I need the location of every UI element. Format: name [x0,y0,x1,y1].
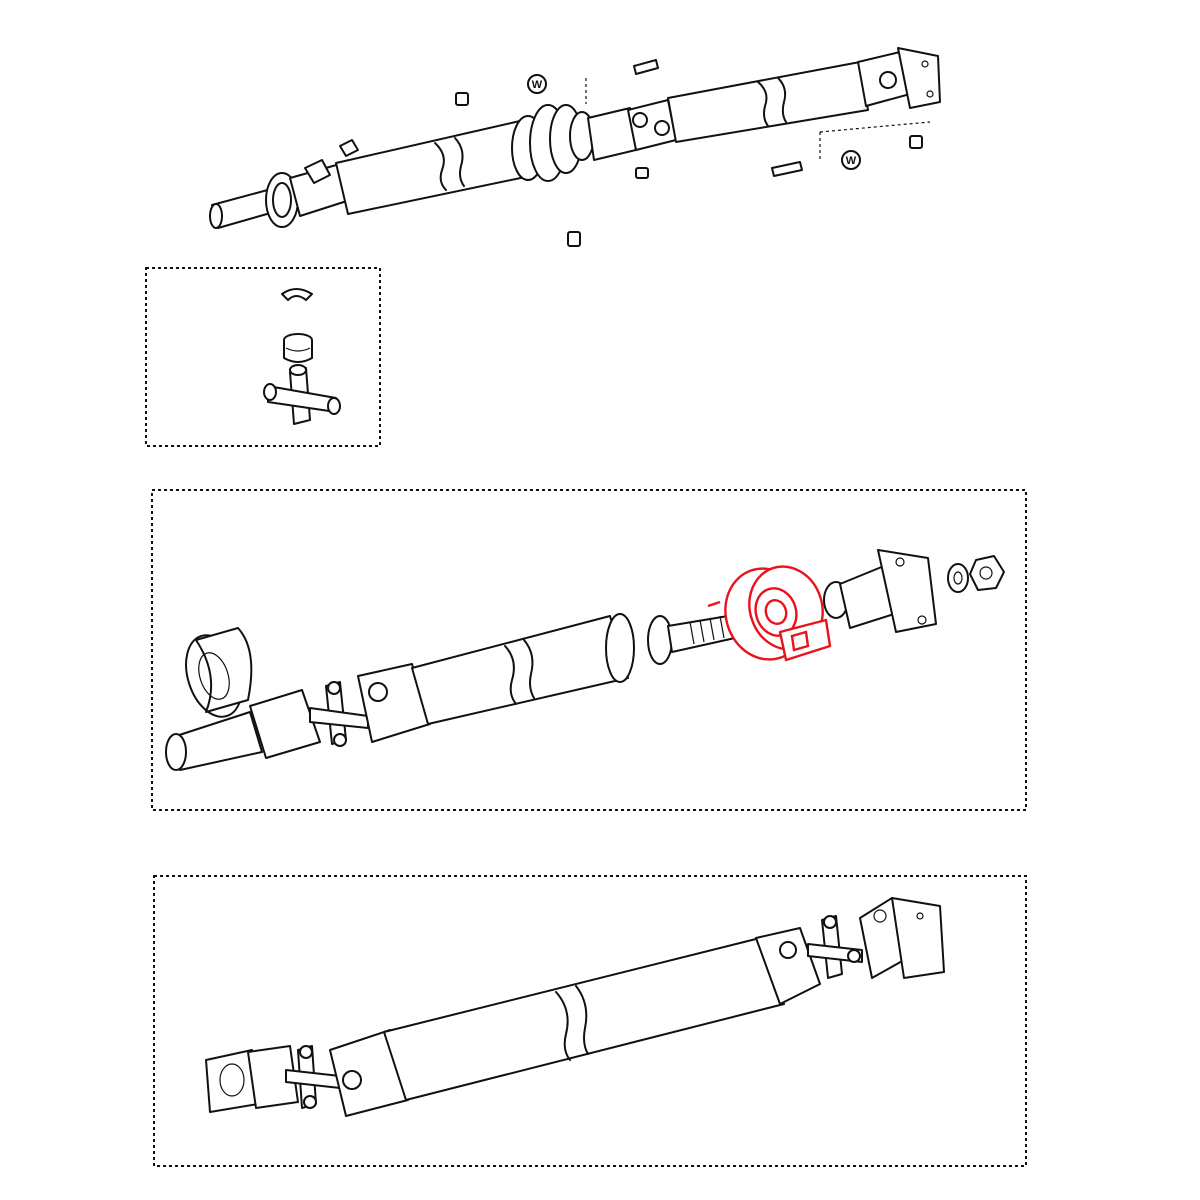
washer-icon [947,563,969,593]
shaft-tube [411,613,635,725]
nut-icon [909,135,923,149]
assembly-center-bearing-shaft [151,489,1027,811]
assembly-frame [153,875,1027,1167]
flange-yoke-front [859,897,945,979]
nut-icon [635,167,649,179]
center-support-bearing-highlighted[interactable] [707,557,833,670]
bearing-cup-icon [283,333,313,363]
center-bearing-top [511,104,637,182]
bracket-icon [339,139,359,157]
assembly-frame [151,489,1027,811]
badge-w-label: W [532,79,543,91]
universal-joint-spider-icon [309,681,369,747]
assembly-two-piece-shaft-top: W W [209,47,941,247]
shaft-tube-rear [667,61,869,143]
nut-icon [969,555,1005,591]
washer-w-badge-right: W [841,150,861,170]
sleeve-yoke-stub [209,159,351,229]
universal-joint-kit [145,267,381,447]
washer-w-badge-top: W [527,74,547,94]
universal-joint-spider-icon [285,1045,341,1109]
shaft-tube-long [383,937,785,1101]
bolt-icon [567,231,581,247]
badge-w-label: W [846,155,857,167]
universal-joint-middle [627,99,677,151]
front-yoke-flange-top [857,47,941,109]
hardware-top: W W [339,59,931,247]
snap-ring-icon [281,288,313,301]
sleeve-yoke [165,689,321,771]
nut-icon [455,92,469,106]
dust-boot-icon [185,627,253,718]
assembly-one-piece-shaft [153,875,1027,1167]
companion-flange [823,549,937,633]
bolt-icon [633,59,659,75]
universal-joint-spider-icon [263,364,341,425]
kit-frame [145,267,381,447]
tube-yoke-front [755,927,821,1005]
shaft-tube-front [335,120,531,215]
universal-joint-spider-icon [807,915,863,979]
flange-yoke-rear [205,1045,299,1113]
bolt-icon [771,161,803,177]
